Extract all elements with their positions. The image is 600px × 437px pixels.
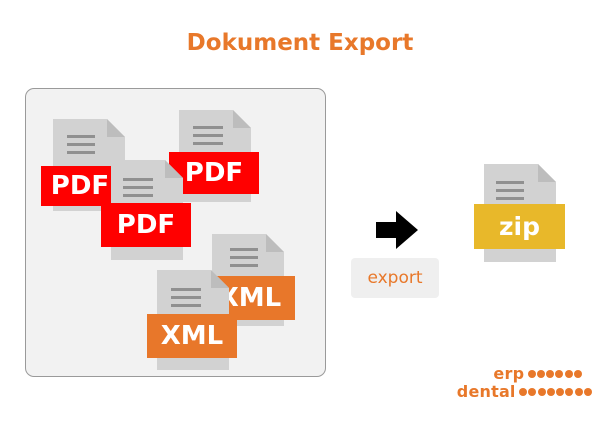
export-button[interactable]: export [351,258,439,298]
erp-dental-logo: erp dental [396,366,596,406]
file-format-badge: XML [147,314,237,358]
file-format-badge: PDF [41,166,119,206]
logo-line-erp: erp [493,366,582,382]
logo-line-dental: dental [457,384,592,400]
file-format-badge: PDF [169,152,259,194]
logo-text-dental: dental [456,382,516,401]
arrow-right-icon [376,211,418,253]
file-format-badge: zip [474,204,565,249]
page-title: Dokument Export [186,30,414,56]
logo-text-erp: erp [493,364,525,383]
logo-dots [526,370,582,378]
logo-dots [518,388,592,396]
file-format-badge: PDF [101,203,191,247]
